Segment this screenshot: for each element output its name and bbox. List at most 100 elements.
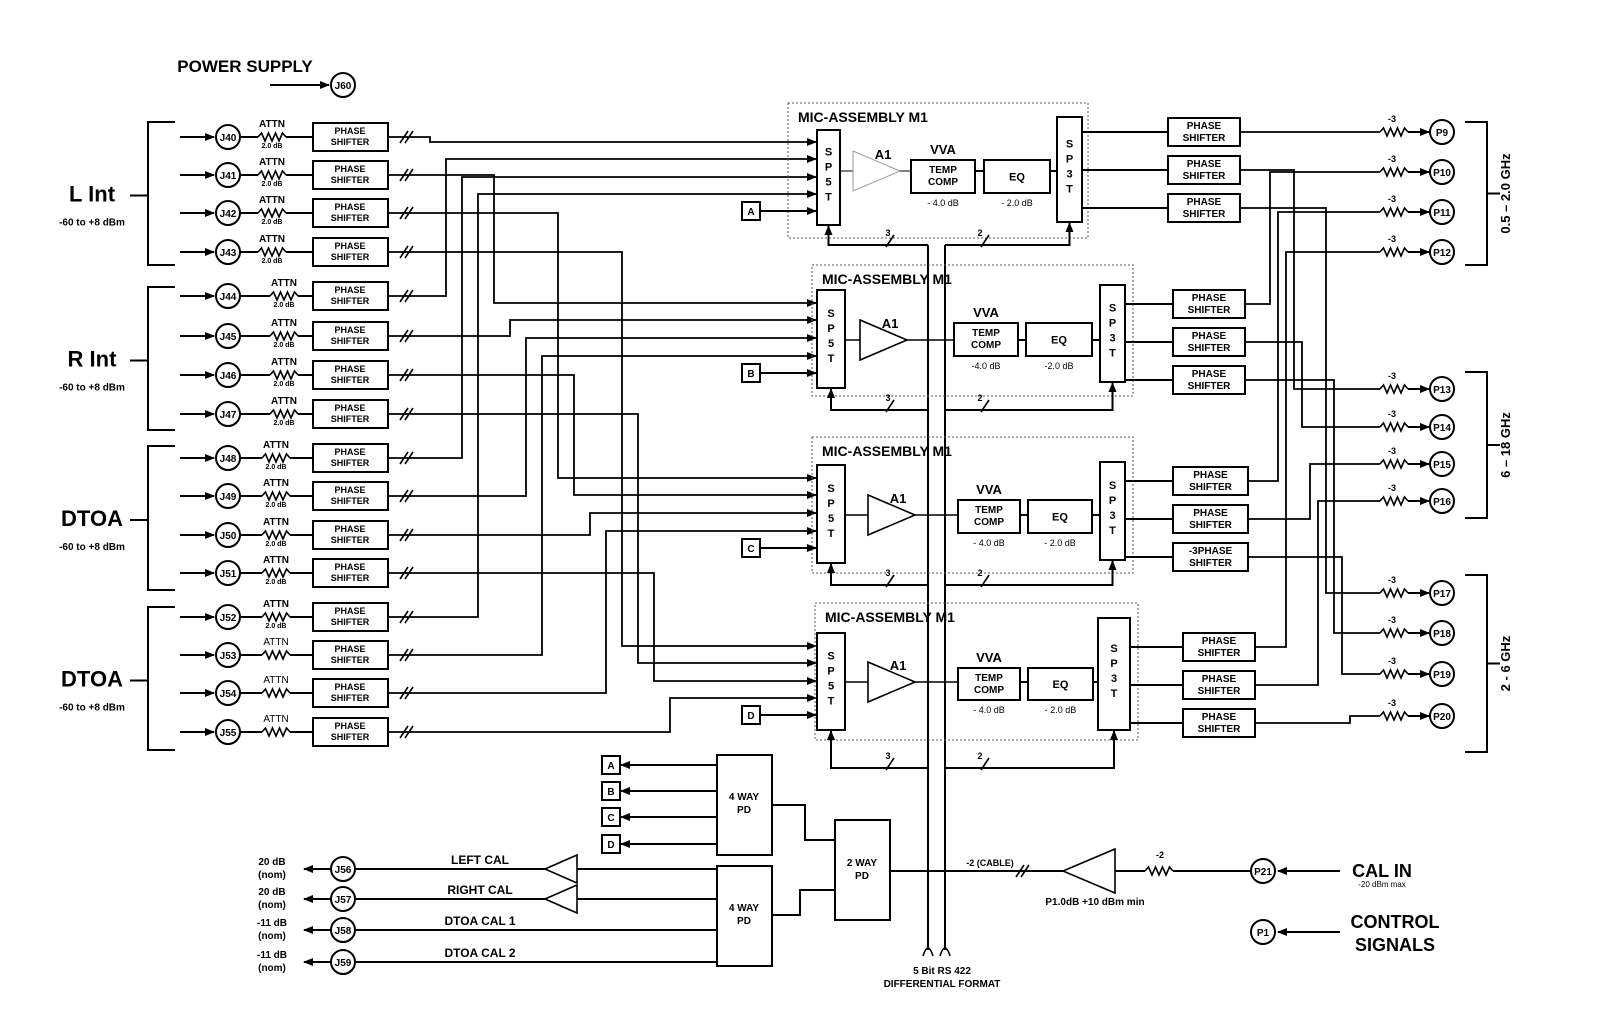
phase-shifter-label: PHASE (334, 606, 365, 616)
phase-shifter-box (312, 602, 389, 632)
attenuator-icon (257, 207, 287, 219)
sp5t-label: 5 (828, 681, 834, 693)
cal-output-jack-label: J57 (335, 895, 352, 906)
input-group-label: L Int (69, 182, 116, 207)
phase-shifter-label: PHASE (1192, 369, 1227, 380)
sp5t-label: T (828, 353, 835, 365)
phase-shifter-label: SHIFTER (1188, 305, 1232, 316)
temp-comp-box (957, 499, 1021, 534)
phase-shifter-label: PHASE (334, 644, 365, 654)
bus-slash-icon (885, 399, 895, 413)
attn-label: ATTN (263, 555, 289, 566)
wire (772, 804, 835, 841)
output-route (1255, 715, 1380, 724)
port-loss: -3 (1388, 154, 1396, 164)
sp5t-switch (816, 289, 846, 389)
mic-assembly-title: MIC-ASSEMBLY M1 (825, 609, 955, 625)
input-jack-label: J55 (220, 728, 237, 739)
temp-comp-label: TEMP (975, 505, 1003, 516)
double-slash-icon (404, 610, 414, 624)
attenuator-icon (257, 131, 287, 143)
output-phase-shifter-box (1172, 327, 1246, 357)
double-slash-icon (399, 130, 409, 144)
power-supply-label: POWER SUPPLY (177, 57, 313, 76)
pd-label: PD (737, 916, 751, 927)
output-port-label: P17 (1433, 589, 1451, 600)
input-group-range: -60 to +8 dBm (59, 542, 125, 553)
amp-label: A1 (875, 147, 892, 162)
phase-shifter-label: SHIFTER (331, 252, 370, 262)
sp3t-label: 3 (1109, 510, 1115, 522)
phase-shifter-label: PHASE (334, 403, 365, 413)
attenuator-icon (261, 611, 291, 623)
attn-value: 2.0 dB (261, 258, 282, 265)
output-port-label: P16 (1433, 497, 1451, 508)
sp3t-label: S (1066, 139, 1073, 151)
control-route-sp5t (824, 225, 928, 246)
ctrl-bits: 3 (885, 228, 890, 238)
phase-shifter-box (312, 678, 389, 708)
sp3t-label: S (1109, 303, 1116, 315)
temp-comp-label: COMP (974, 685, 1004, 696)
phase-shifter-label: SHIFTER (331, 137, 370, 147)
attn-label: ATTN (271, 278, 297, 289)
cal-output-nom: (nom) (258, 963, 286, 974)
control-route-sp5t (827, 730, 928, 769)
signal-route (388, 572, 817, 685)
sp5t-label: 5 (828, 513, 834, 525)
output-port-label: P9 (1436, 128, 1449, 139)
attenuator-icon (257, 246, 287, 258)
sp5t-label: P (825, 162, 832, 174)
output-route (1248, 463, 1380, 520)
output-route (1248, 556, 1380, 675)
attn-label: ATTN (259, 195, 285, 206)
cal-output-level: 20 dB (258, 887, 285, 898)
double-slash-icon (404, 566, 414, 580)
four-way-pd-2 (716, 865, 773, 967)
double-slash-icon (404, 245, 414, 259)
eq-label: EQ (1009, 172, 1025, 184)
phase-shifter-label: PHASE (334, 285, 365, 295)
phase-shifter-label: SHIFTER (331, 535, 370, 545)
attn-label: ATTN (263, 675, 288, 686)
attn-value: 2.0 dB (261, 181, 282, 188)
signal-route (388, 174, 817, 307)
attn-value: 2.0 dB (265, 541, 286, 548)
phase-shifter-box (312, 198, 389, 228)
attenuator-icon (269, 408, 299, 420)
attenuator-icon (1379, 710, 1409, 722)
sp3t-label: 3 (1111, 673, 1117, 685)
attn-value: 2.0 dB (261, 219, 282, 226)
output-route (1248, 211, 1380, 482)
cable-loss-label: -2 (CABLE) (966, 858, 1014, 868)
double-slash-icon (399, 528, 409, 542)
cal-in-jack (1250, 858, 1276, 884)
output-phase-shifter-box (1167, 193, 1241, 223)
temp-comp-label: TEMP (929, 165, 957, 176)
pd-label: 4 WAY (729, 792, 760, 803)
output-port (1429, 239, 1455, 265)
temp-comp-loss: - 4.0 dB (973, 538, 1005, 548)
attenuator-icon (1379, 458, 1409, 470)
phase-shifter-label: SHIFTER (1198, 648, 1242, 659)
double-slash-icon (399, 407, 409, 421)
attenuator-icon (1379, 166, 1409, 178)
cal-output-jack-label: J58 (335, 926, 352, 937)
pd-label: 4 WAY (729, 903, 760, 914)
output-route (1240, 169, 1380, 390)
sp3t-label: 3 (1066, 169, 1072, 181)
phase-shifter-label: SHIFTER (1188, 381, 1232, 392)
pd-label: PD (737, 805, 751, 816)
sp5t-label: P (827, 666, 834, 678)
output-phase-shifter-box (1172, 504, 1249, 534)
control-label: SIGNALS (1355, 935, 1435, 955)
phase-shifter-label: PHASE (334, 721, 365, 731)
output-port (1429, 620, 1455, 646)
output-phase-shifter-box (1172, 466, 1249, 496)
phase-shifter-label: PHASE (1187, 121, 1222, 132)
cal-in-jack-label: P21 (1254, 867, 1272, 878)
port-loss: -3 (1388, 114, 1396, 124)
output-port-label: P14 (1433, 423, 1451, 434)
phase-shifter-label: SHIFTER (331, 213, 370, 223)
